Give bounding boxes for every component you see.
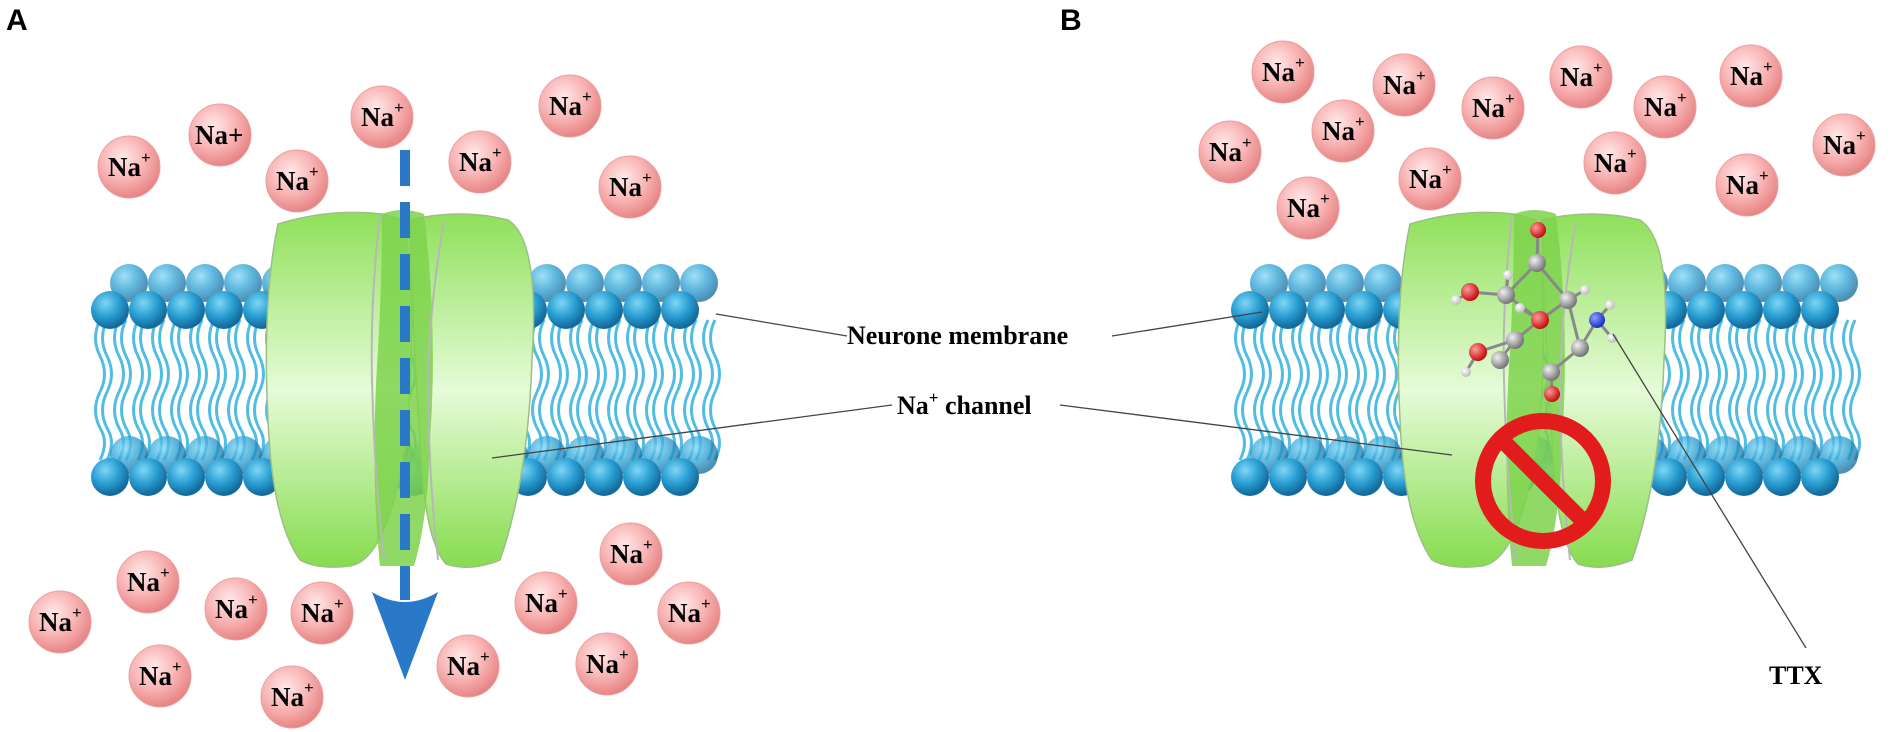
sodium-ion: Na+ <box>1311 99 1375 163</box>
sodium-ion: Na+ <box>1276 176 1340 240</box>
sodium-ion: Na+ <box>448 130 512 194</box>
sodium-ion: Na+ <box>1719 44 1783 108</box>
membrane-callout: Neurone membrane <box>847 321 1068 350</box>
svg-text:Na+: Na+ <box>1594 144 1637 178</box>
sodium-ion: Na+ <box>290 581 354 645</box>
sodium-ion: Na+ <box>1812 113 1876 177</box>
leader-membrane-b <box>1111 311 1263 337</box>
svg-text:Na+: Na+ <box>361 98 404 132</box>
svg-text:Na+: Na+ <box>610 535 653 569</box>
svg-text:Na+: Na+ <box>609 168 652 202</box>
svg-text:Na+: Na+ <box>1472 89 1515 123</box>
sodium-ion: Na+ <box>97 135 161 199</box>
svg-text:Na+: Na+ <box>1322 112 1365 146</box>
leader-channel-a <box>491 404 893 459</box>
svg-text:Na+: Na+ <box>1383 66 1426 100</box>
svg-text:Na+: Na+ <box>1287 189 1330 223</box>
svg-text:Na+: Na+ <box>1409 160 1452 194</box>
svg-text:Na+: Na+ <box>1560 58 1603 92</box>
sodium-ion: Na+ <box>575 632 639 696</box>
ttx-molecule-icon <box>1451 222 1617 402</box>
svg-text:Na+: Na+ <box>525 584 568 618</box>
channel-callout-charge: + <box>929 388 939 407</box>
svg-text:Na+: Na+ <box>1726 166 1769 200</box>
svg-text:Na+: Na+ <box>459 143 502 177</box>
channel-callout-rest: channel <box>938 391 1031 420</box>
sodium-ions: Na+Na+Na+Na+Na+Na+Na+Na+Na+Na+Na+Na+Na+N… <box>28 40 1876 729</box>
svg-text:Na+: Na+ <box>195 120 243 150</box>
panel-a-label: A <box>6 4 28 37</box>
panel-b-label: B <box>1060 4 1082 37</box>
svg-text:Na+: Na+ <box>39 603 82 637</box>
sodium-ion: Na+ <box>28 590 92 654</box>
sodium-ion: Na+ <box>1633 75 1697 139</box>
sodium-ion: Na+ <box>1549 45 1613 109</box>
sodium-ion: Na+ <box>1715 153 1779 217</box>
sodium-ion: Na+ <box>265 149 329 213</box>
sodium-ion: Na+ <box>128 644 192 708</box>
channel-callout: Na+ channel <box>897 388 1032 420</box>
svg-text:Na+: Na+ <box>549 87 592 121</box>
prohibited-icon <box>1475 413 1611 549</box>
sodium-ion: Na+ <box>538 74 602 138</box>
leader-ttx <box>1612 333 1807 649</box>
sodium-ion: Na+ <box>1461 76 1525 140</box>
svg-text:Na+: Na+ <box>139 657 182 691</box>
sodium-ion: Na+ <box>436 634 500 698</box>
sodium-ion: Na+ <box>350 85 414 149</box>
svg-text:Na+: Na+ <box>215 590 258 624</box>
sodium-ion: Na+ <box>188 103 252 167</box>
svg-text:Na+: Na+ <box>1209 133 1252 167</box>
sodium-ion: Na+ <box>1398 147 1462 211</box>
sodium-ion: Na+ <box>598 155 662 219</box>
svg-text:Na+: Na+ <box>276 162 319 196</box>
sodium-ion: Na+ <box>657 581 721 645</box>
sodium-ion: Na+ <box>1251 40 1315 104</box>
svg-text:Na+: Na+ <box>1644 88 1687 122</box>
svg-text:Na+: Na+ <box>301 594 344 628</box>
sodium-ion: Na+ <box>599 522 663 586</box>
svg-text:Na+: Na+ <box>1823 126 1866 160</box>
down-arrow-icon <box>372 150 438 680</box>
svg-text:Na+: Na+ <box>1730 57 1773 91</box>
sodium-ion: Na+ <box>1372 53 1436 117</box>
channel-callout-ion: Na <box>897 391 929 420</box>
svg-text:Na+: Na+ <box>586 645 629 679</box>
svg-text:Na+: Na+ <box>271 678 314 712</box>
leader-membrane-a <box>715 313 848 337</box>
svg-text:Na+: Na+ <box>1262 53 1305 87</box>
sodium-ion: Na+ <box>260 665 324 729</box>
sodium-ion: Na+ <box>1583 131 1647 195</box>
svg-text:Na+: Na+ <box>108 148 151 182</box>
sodium-ion: Na+ <box>514 571 578 635</box>
leader-channel-b <box>1059 404 1453 456</box>
svg-text:Na+: Na+ <box>447 647 490 681</box>
sodium-ion: Na+ <box>116 550 180 614</box>
sodium-ion: Na+ <box>1198 120 1262 184</box>
svg-text:Na+: Na+ <box>668 594 711 628</box>
svg-text:Na+: Na+ <box>127 563 170 597</box>
na-channel-a <box>265 210 535 568</box>
ttx-callout: TTX <box>1769 661 1823 690</box>
sodium-ion: Na+ <box>204 577 268 641</box>
